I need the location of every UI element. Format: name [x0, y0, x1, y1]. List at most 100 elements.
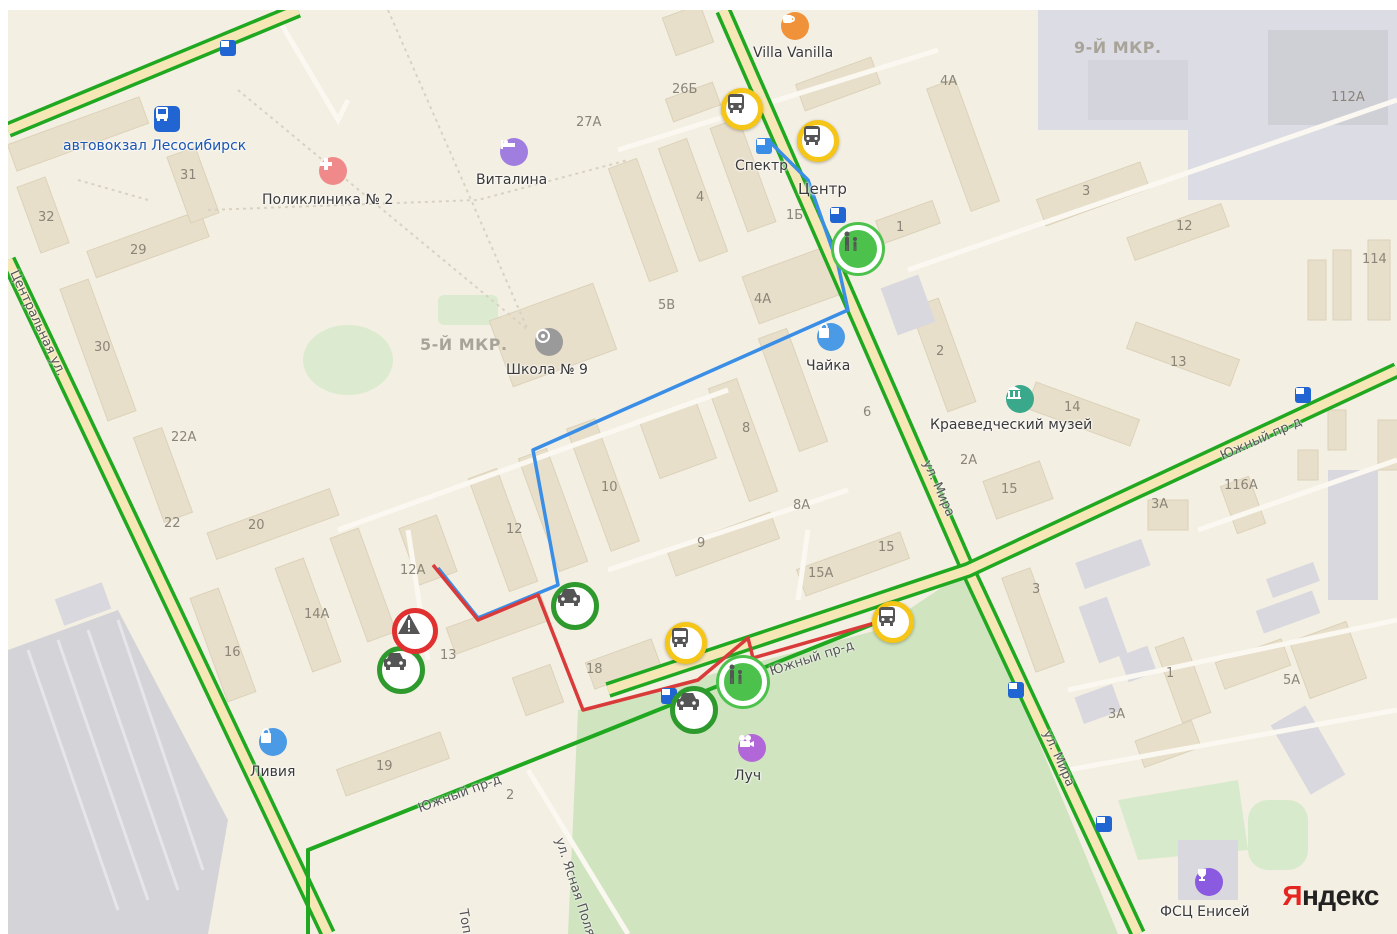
garage-lines — [26, 619, 205, 911]
pedestrian-icon — [729, 664, 742, 684]
house-number: 5А — [1283, 673, 1301, 688]
house-number: 14 — [1064, 400, 1081, 415]
warning-marker[interactable] — [392, 608, 438, 654]
industrial-building — [1088, 60, 1188, 120]
bus-icon — [879, 607, 895, 626]
house-number: 18 — [586, 662, 603, 677]
label-cinema[interactable]: Луч — [734, 768, 762, 784]
label-hotel[interactable]: Виталина — [476, 172, 548, 188]
yandex-logo: Яндекс — [1282, 880, 1379, 912]
house-number: 1 — [1166, 666, 1175, 681]
house-number: 114 — [1362, 252, 1387, 267]
driving-route — [431, 563, 879, 712]
footpaths — [77, 10, 629, 331]
cinema-icon[interactable] — [738, 734, 766, 762]
car-icon — [558, 589, 580, 606]
walking-route — [436, 138, 850, 620]
car-icon — [384, 653, 406, 670]
label-museum[interactable]: Краеведческий музей — [930, 417, 1093, 433]
school-icon[interactable] — [535, 328, 563, 356]
house-number: 14А — [304, 607, 330, 622]
logo-rest: ндекс — [1302, 880, 1379, 911]
house-number: 3 — [1032, 582, 1041, 597]
stop-sign-icon[interactable] — [1008, 682, 1024, 698]
warning-icon — [398, 614, 420, 634]
label-center[interactable]: Центр — [798, 180, 847, 198]
bus-stop-marker[interactable] — [721, 88, 763, 130]
walk-marker[interactable] — [834, 225, 882, 273]
green-patch-3 — [1248, 800, 1308, 870]
house-number: 3А — [1151, 497, 1169, 512]
bus-icon — [672, 628, 688, 647]
house-number: 15 — [878, 540, 895, 555]
district-label-9: 9-Й МКР. — [1074, 38, 1162, 57]
car-marker[interactable] — [670, 686, 718, 734]
house-number: 112А — [1331, 90, 1365, 105]
pedestrian-icon — [844, 231, 857, 251]
cafe-icon[interactable] — [781, 12, 809, 40]
hotel-icon[interactable] — [500, 138, 528, 166]
map-canvas[interactable]: 9-Й МКР. 5-Й МКР. автовокзал Лесосибирск… — [8, 10, 1397, 934]
walk-marker[interactable] — [719, 658, 767, 706]
stop-sign-icon[interactable] — [220, 40, 236, 56]
house-number: 10 — [601, 480, 618, 495]
house-number: 32 — [38, 210, 55, 225]
house-number: 1 — [896, 220, 905, 235]
garages — [8, 610, 228, 934]
buildings — [8, 10, 1397, 797]
label-clinic[interactable]: Поликлиника № 2 — [262, 192, 394, 208]
house-number: 4А — [940, 74, 958, 89]
bus-stop-marker[interactable] — [665, 622, 707, 664]
clinic-icon[interactable] — [319, 157, 347, 185]
house-number: 3А — [1108, 707, 1126, 722]
house-number: 26Б — [672, 82, 698, 97]
house-number: 29 — [130, 243, 147, 258]
house-number: 31 — [180, 168, 197, 183]
major-roads — [8, 10, 1397, 934]
bus-icon — [804, 126, 820, 145]
car-marker[interactable] — [551, 582, 599, 630]
house-number: 12 — [506, 522, 523, 537]
house-number: 20 — [248, 518, 265, 533]
sport-center-icon[interactable] — [1195, 868, 1223, 896]
logo-first-letter: Я — [1282, 880, 1303, 911]
stop-sign-icon[interactable] — [1295, 387, 1311, 403]
house-number: 3 — [1082, 184, 1091, 199]
museum-icon[interactable] — [1006, 385, 1034, 413]
label-school[interactable]: Школа № 9 — [506, 362, 588, 378]
green-patch-2 — [438, 295, 498, 325]
bus-stop-marker[interactable] — [797, 120, 839, 162]
bus-icon — [728, 94, 744, 113]
house-number: 16 — [224, 645, 241, 660]
label-sport[interactable]: ФСЦ Енисей — [1160, 904, 1250, 920]
label-cafe[interactable]: Villa Vanilla — [753, 45, 834, 61]
stop-sign-icon[interactable] — [1096, 816, 1112, 832]
house-number: 116А — [1224, 478, 1258, 493]
house-number: 27А — [576, 115, 602, 130]
label-liviya[interactable]: Ливия — [250, 764, 296, 780]
label-chayka[interactable]: Чайка — [806, 358, 851, 374]
shop-liviya-icon[interactable] — [259, 728, 287, 756]
stop-sign-icon[interactable] — [830, 207, 846, 223]
house-number: 1Б — [786, 208, 804, 223]
house-number: 15А — [808, 566, 834, 581]
district-label-5: 5-Й МКР. — [420, 335, 508, 354]
house-number: 2 — [936, 344, 945, 359]
bus-station-icon[interactable] — [154, 106, 180, 132]
stop-sign-icon[interactable] — [756, 138, 772, 154]
house-number: 19 — [376, 759, 393, 774]
house-number: 30 — [94, 340, 111, 355]
house-number: 5В — [658, 298, 676, 313]
car-marker[interactable] — [377, 646, 425, 694]
label-bus-station[interactable]: автовокзал Лесосибирск — [63, 138, 247, 154]
label-spectr[interactable]: Спектр — [735, 158, 789, 174]
house-number: 6 — [863, 405, 872, 420]
house-number: 22А — [171, 430, 197, 445]
bus-stop-marker[interactable] — [872, 601, 914, 643]
house-number: 9 — [697, 536, 706, 551]
house-number: 13 — [1170, 355, 1187, 370]
green-patch — [303, 325, 393, 395]
house-number: 2А — [960, 453, 978, 468]
house-number: 4А — [754, 292, 772, 307]
shop-chayka-icon[interactable] — [817, 323, 845, 351]
